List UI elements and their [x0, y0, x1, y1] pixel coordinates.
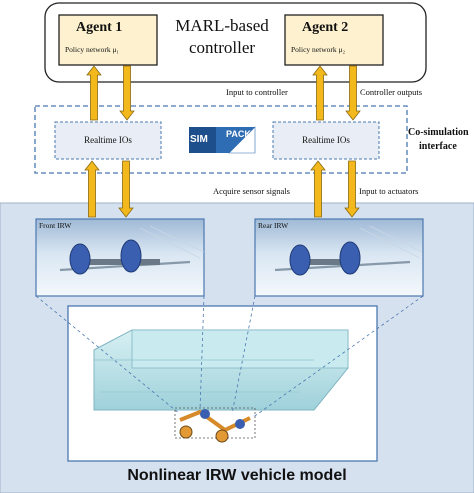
arrow-agent1-up — [86, 65, 102, 121]
projection-lines — [35, 295, 424, 419]
front-irw-label: Front IRW — [39, 221, 72, 230]
arrow-rear-down — [344, 160, 360, 218]
arrow-agent2-down — [345, 65, 361, 121]
rear-irw-panel — [254, 218, 424, 297]
arrow-agent1-down — [119, 65, 135, 121]
bogie-icon — [174, 407, 256, 443]
vehicle-model-title: Nonlinear IRW vehicle model — [127, 467, 347, 484]
front-irw-panel — [35, 218, 205, 297]
agent-1-title: Agent 1 — [76, 20, 123, 35]
agent-1-policy: Policy network μ₁ — [65, 45, 120, 54]
simpack-logo-right-text: PACK — [226, 129, 251, 139]
arrow-front-down — [118, 160, 134, 218]
cosim-label-line2: interface — [419, 141, 457, 152]
input-to-controller-label: Input to controller — [226, 87, 288, 97]
agent-1-box — [58, 14, 158, 66]
cosim-label-line1: Co-simulation — [408, 127, 469, 138]
agent-2-box — [284, 14, 384, 66]
simpack-logo — [189, 126, 256, 154]
front-wheel-left-icon — [69, 243, 91, 275]
cosim-interface-border — [34, 105, 408, 174]
rear-irw-label: Rear IRW — [258, 221, 289, 230]
controller-outputs-label: Controller outputs — [360, 87, 423, 97]
input-to-actuators-label: Input to actuators — [359, 186, 419, 196]
front-wheel-right-icon — [120, 239, 142, 273]
realtime-io-right-box — [272, 121, 380, 160]
rear-wheel-right-icon — [339, 241, 361, 275]
controller-title-line1: MARL-based — [175, 16, 269, 35]
controller-title-line2: controller — [188, 38, 256, 57]
realtime-io-left-box — [54, 121, 162, 160]
rear-wheel-left-icon — [289, 244, 311, 276]
simpack-logo-left-text: SIM — [190, 134, 208, 145]
realtime-io-right-label: Realtime IOs — [302, 135, 350, 145]
agent-2-policy: Policy network μ₂ — [291, 45, 346, 54]
realtime-io-left-label: Realtime IOs — [84, 135, 132, 145]
agent-2-title: Agent 2 — [302, 20, 349, 35]
car-body-icon — [93, 329, 349, 411]
arrow-rear-up — [310, 160, 326, 218]
arrow-front-up — [84, 160, 100, 218]
acquire-sensor-signals-label: Acquire sensor signals — [213, 186, 290, 196]
arrow-agent2-up — [312, 65, 328, 121]
